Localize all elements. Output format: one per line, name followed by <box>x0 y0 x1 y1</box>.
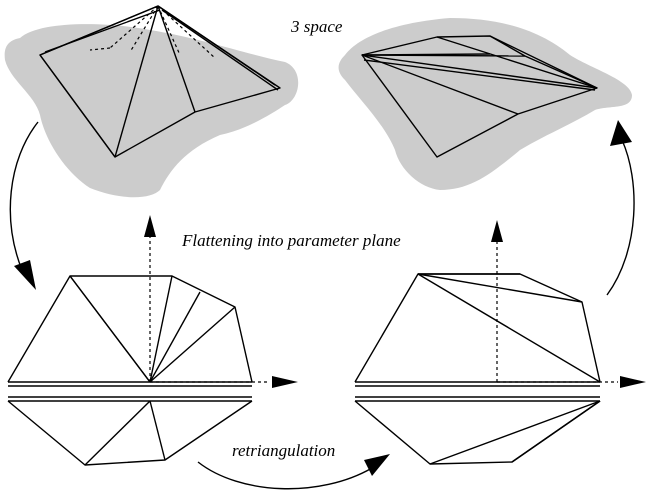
surface-3d-right <box>338 18 632 190</box>
shadow-region-right <box>338 18 632 190</box>
label-flattening: Flattening into parameter plane <box>182 231 401 250</box>
label-3-space: 3 space <box>291 17 343 36</box>
arrowhead-down-left <box>14 260 36 290</box>
process-arrows <box>9 121 635 490</box>
arrowhead-up-right <box>610 120 632 146</box>
arrowhead-retriangulation <box>364 454 390 476</box>
arrow-up-right <box>606 139 635 296</box>
label-retriangulation: retriangulation <box>232 441 336 460</box>
arrow-down-left <box>9 121 39 271</box>
plane-left <box>7 215 298 466</box>
surface-3d-left <box>4 5 299 198</box>
shadow-region-left <box>4 24 299 198</box>
arrow-retriangulation <box>197 461 373 490</box>
plane-right <box>354 220 646 465</box>
